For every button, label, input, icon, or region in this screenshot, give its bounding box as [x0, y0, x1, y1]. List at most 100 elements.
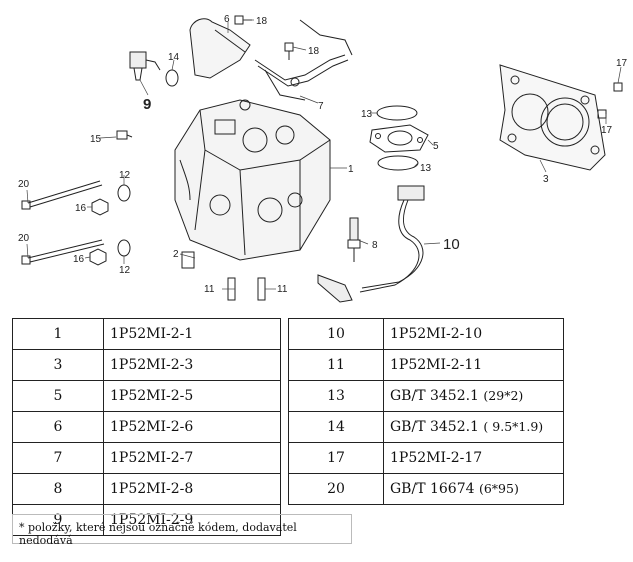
callout-18-top: 18 [256, 16, 268, 27]
part-number: 3 [12, 349, 104, 381]
cover-plate-5 [369, 124, 429, 153]
part-number: 1 [12, 318, 104, 350]
callout-10: 10 [443, 236, 460, 253]
part-code-cell: 1P52MI-2-11 [383, 349, 564, 381]
part-row: 1 1P52MI-2-1 [12, 318, 281, 350]
stud-11-right [257, 277, 266, 301]
part-code-cell: 1P52MI-2-5 [103, 380, 281, 412]
part-number: 10 [288, 318, 384, 350]
stud-20-top [21, 180, 103, 210]
cylinder-gasket [499, 64, 606, 171]
washer-12-top [117, 184, 131, 202]
part-code: 1P52MI-2-17 [390, 450, 483, 466]
callout-12-bottom: 12 [119, 265, 131, 276]
part-code: 1P52MI-2-5 [110, 388, 194, 404]
part-code-cell: 1P52MI-2-6 [103, 411, 281, 443]
part-number: 7 [12, 442, 104, 474]
part-number: 8 [12, 473, 104, 505]
part-number: 13 [288, 380, 384, 412]
callout-20-top: 20 [18, 179, 30, 190]
callout-14: 14 [168, 52, 180, 63]
part-row: 17 1P52MI-2-17 [288, 442, 564, 474]
part-code: GB/T 3452.1 [390, 419, 479, 435]
part-code: GB/T 16674 [390, 481, 475, 497]
bolt-15 [116, 130, 133, 140]
washer-12-bottom [117, 239, 131, 257]
part-number: 17 [288, 442, 384, 474]
part-code-cell: 1P52MI-2-1 [103, 318, 281, 350]
part-dimension: (29*2) [483, 388, 524, 403]
part-code: 1P52MI-2-6 [110, 419, 194, 435]
part-number: 5 [12, 380, 104, 412]
part-row: 6 1P52MI-2-6 [12, 411, 281, 443]
part-code: 1P52MI-2-1 [110, 326, 194, 342]
nut-16-top [91, 198, 109, 216]
part-row: 8 1P52MI-2-8 [12, 473, 281, 505]
part-code-cell: 1P52MI-2-8 [103, 473, 281, 505]
callout-2: 2 [173, 249, 179, 260]
part-code-cell: GB/T 3452.1 ( 9.5*1.9) [383, 411, 564, 443]
part-code: 1P52MI-2-8 [110, 481, 194, 497]
part-code: GB/T 3452.1 [390, 388, 479, 404]
callout-18-mid: 18 [308, 46, 320, 57]
callout-8: 8 [372, 240, 378, 251]
part-number: 20 [288, 473, 384, 505]
callout-17-bottom: 17 [601, 125, 613, 136]
part-code: 1P52MI-2-9 [110, 512, 194, 528]
callout-1: 1 [348, 164, 354, 175]
callout-9: 9 [143, 96, 151, 113]
oxygen-sensor-10 [317, 185, 425, 303]
washer-14 [165, 69, 179, 87]
callout-7: 7 [318, 101, 324, 112]
cylinder-head [174, 99, 331, 261]
part-dimension: (6*95) [478, 481, 519, 496]
part-code: 1P52MI-2-11 [390, 357, 483, 373]
bolt-18-mid [284, 42, 294, 60]
callout-3: 3 [543, 174, 549, 185]
part-code-cell: 1P52MI-2-3 [103, 349, 281, 381]
bolt-17-bottom [597, 109, 607, 119]
callout-16-top: 16 [75, 203, 87, 214]
callout-11-right: 11 [277, 284, 288, 295]
part-row: 5 1P52MI-2-5 [12, 380, 281, 412]
callout-17-top: 17 [616, 58, 628, 69]
footnote: * položky, které nejsou označné kódem, d… [12, 514, 352, 547]
part-code-cell: 1P52MI-2-9 [103, 504, 281, 536]
part-code-cell: 1P52MI-2-10 [383, 318, 564, 350]
bolt-17-top [613, 82, 623, 92]
part-row: 7 1P52MI-2-7 [12, 442, 281, 474]
hose-assembly-6-7 [189, 18, 353, 101]
temperature-sensor-9 [129, 51, 161, 81]
part-code-cell: 1P52MI-2-7 [103, 442, 281, 474]
part-code-cell: GB/T 16674 (6*95) [383, 473, 564, 505]
nut-16-bottom [89, 248, 107, 266]
callout-13-top: 13 [361, 109, 373, 120]
part-code: 1P52MI-2-3 [110, 357, 194, 373]
part-code: 1P52MI-2-10 [390, 326, 483, 342]
part-code-cell: 1P52MI-2-17 [383, 442, 564, 474]
part-dimension: ( 9.5*1.9) [483, 419, 544, 434]
callout-13-bottom: 13 [420, 163, 432, 174]
callout-16-bottom: 16 [73, 254, 85, 265]
part-number: 14 [288, 411, 384, 443]
part-row: 10 1P52MI-2-10 [288, 318, 564, 350]
callout-20-bottom: 20 [18, 233, 30, 244]
o-ring-13-top [376, 105, 418, 121]
callout-11-left: 11 [204, 284, 215, 295]
part-code-cell: GB/T 3452.1 (29*2) [383, 380, 564, 412]
stud-20-bottom [21, 239, 105, 265]
part-number: 6 [12, 411, 104, 443]
callout-15: 15 [90, 134, 102, 145]
callout-6: 6 [224, 14, 230, 25]
callout-12-top: 12 [119, 170, 131, 181]
exploded-parts-diagram: 1 2 3 5 6 7 8 9 10 11 11 12 12 13 13 14 … [18, 14, 628, 303]
o-ring-13-bottom [377, 155, 419, 171]
part-number: 11 [288, 349, 384, 381]
part-code: 1P52MI-2-7 [110, 450, 194, 466]
parts-table-left: 1 1P52MI-2-1 3 1P52MI-2-3 5 1P52MI-2-5 6 1P52MI… [12, 318, 281, 536]
